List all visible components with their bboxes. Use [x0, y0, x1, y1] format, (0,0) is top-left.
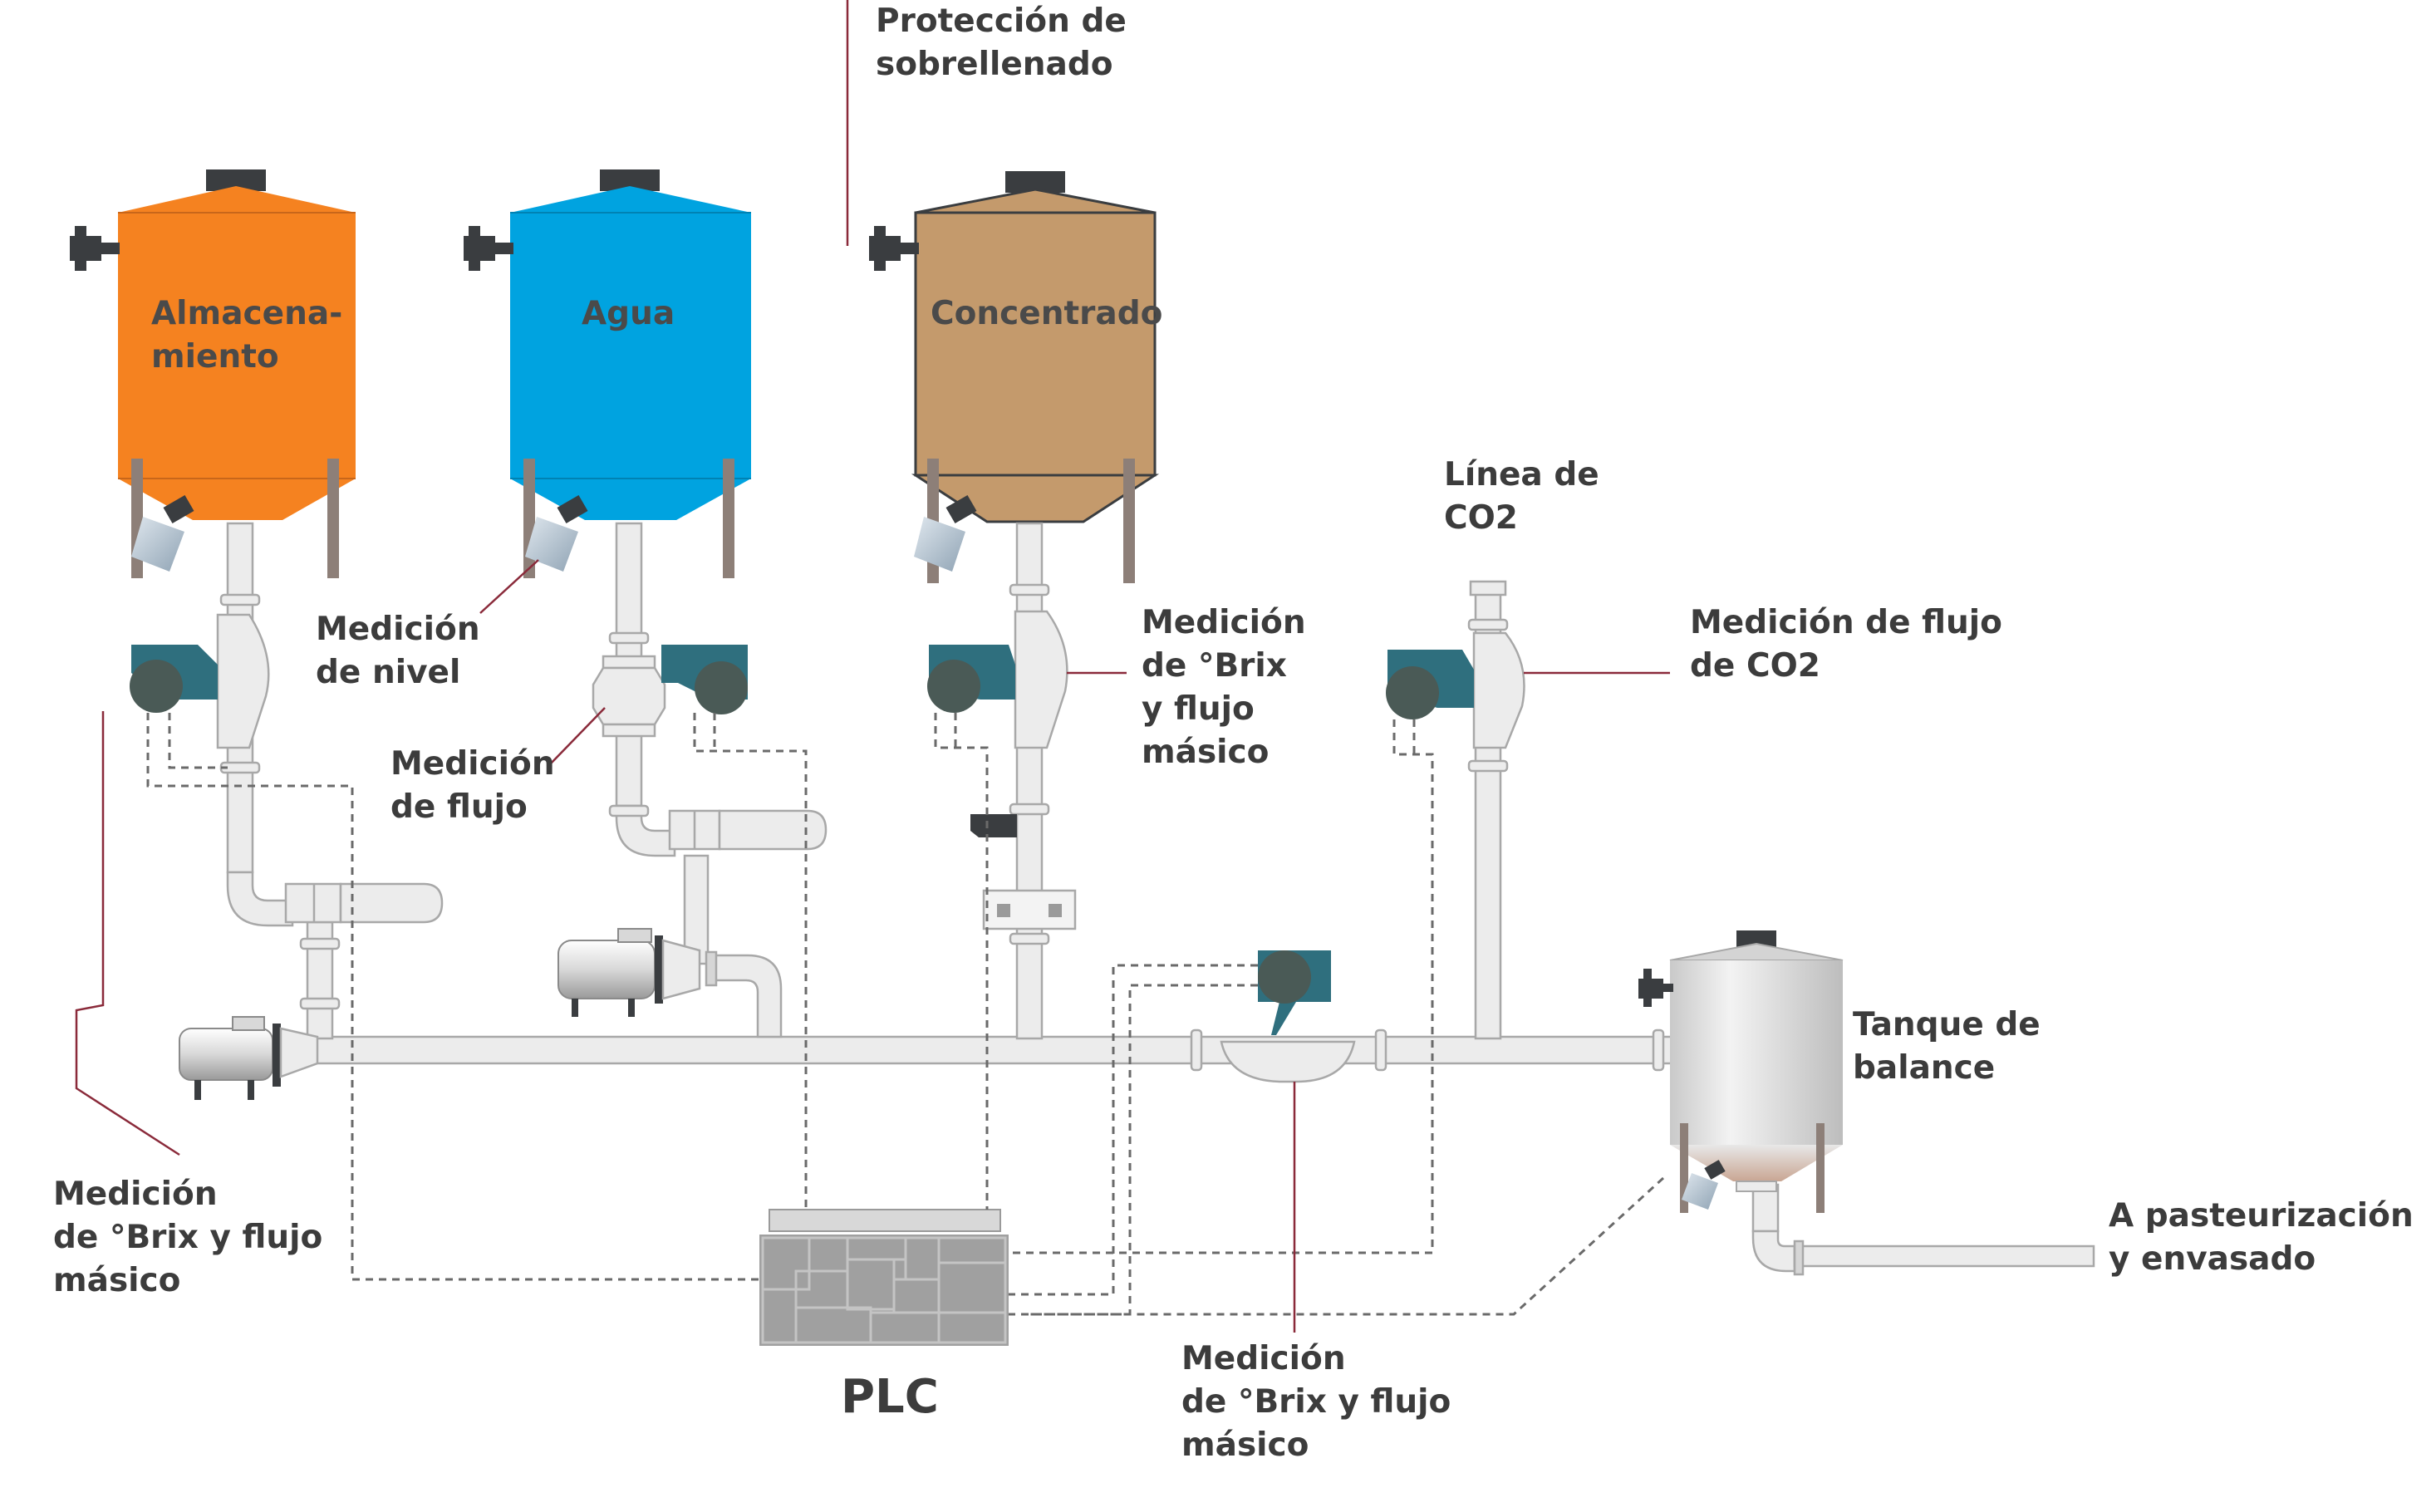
concentrate-tank-label: Concentrado	[931, 295, 1162, 332]
tank-labels: Almacena- miento Agua Concentrado	[151, 295, 1162, 376]
label-line: Medición	[316, 611, 480, 648]
annotation-labels: Protección de sobrellenado Medición de niv…	[53, 2, 2414, 1464]
label-line: de °Brix y flujo	[53, 1219, 322, 1256]
balance-tank-label: Tanque de balance	[1853, 1006, 2041, 1087]
label-line: y flujo	[1142, 690, 1255, 728]
storage-line-pump	[284, 882, 444, 924]
concentrate-tank	[869, 171, 1160, 583]
label-line: Medición	[1181, 1340, 1346, 1377]
label-line: A pasteurización	[2109, 1197, 2414, 1235]
label-line: Línea de	[1444, 456, 1599, 493]
label-line: másico	[1142, 734, 1269, 771]
label-line: y envasado	[2109, 1240, 2316, 1278]
storage-tank	[70, 169, 356, 578]
co2-flow-label: Medición de flujo de CO2	[1690, 604, 2002, 685]
level-label: Medición de nivel	[316, 611, 480, 691]
label-line: Medición	[53, 1176, 218, 1213]
coriolis-meter-bodies	[216, 610, 1525, 1083]
label-line: balance	[1853, 1049, 1995, 1087]
water-flow-meter-body	[592, 655, 666, 738]
level-probe-icon	[914, 494, 977, 572]
level-probe-icon	[131, 494, 194, 572]
brix-top-label: Medición de °Brix y flujo másico	[1142, 604, 1306, 771]
level-probe-icon	[1682, 1160, 1726, 1210]
label-line: CO2	[1444, 499, 1518, 537]
overfill-label: Protección de sobrellenado	[876, 2, 1127, 83]
transmitter-concentrate	[927, 645, 1015, 713]
label-line: sobrellenado	[876, 46, 1113, 83]
transmitter-co2	[1386, 650, 1474, 719]
brix-left-label: Medición de °Brix y flujo másico	[53, 1176, 322, 1299]
co2-line-label: Línea de CO2	[1444, 456, 1599, 537]
label-line: másico	[1181, 1426, 1309, 1464]
label-line: Protección de	[876, 2, 1127, 40]
label-line: Medición de flujo	[1690, 604, 2002, 641]
level-probe-icon	[525, 494, 588, 572]
signal-lines	[146, 713, 1665, 1316]
brix-bottom-label: Medición de °Brix y flujo másico	[1181, 1340, 1451, 1464]
transmitter-water	[661, 645, 748, 714]
water-tank	[464, 169, 751, 578]
water-tank-label: Agua	[582, 295, 675, 332]
transmitter-storage	[130, 645, 218, 713]
leader-lines	[75, 0, 1670, 1333]
label-line: de nivel	[316, 654, 460, 691]
flow-label: Medición de flujo	[390, 745, 555, 826]
label-line: Medición	[390, 745, 555, 783]
control-valve-icon	[970, 814, 1077, 930]
piping	[226, 522, 2095, 1276]
water-pump-motor	[557, 928, 701, 1017]
pipe-flanges	[219, 583, 1665, 1072]
storage-tank-label: Almacena- miento	[151, 295, 354, 376]
balance-tank	[1638, 930, 1844, 1213]
transmitter-main-line	[1258, 950, 1331, 1035]
label-line: másico	[53, 1262, 180, 1299]
main-pump-motor	[179, 1016, 319, 1100]
pasteurization-label: A pasteurización y envasado	[2109, 1197, 2414, 1278]
plc-label: PLC	[841, 1370, 939, 1424]
storage-tank-label-line1: Almacena-	[151, 295, 342, 332]
water-line-pump	[668, 809, 828, 851]
label-line: de °Brix y flujo	[1181, 1383, 1451, 1421]
label-line: Tanque de	[1853, 1006, 2041, 1043]
label-line: de flujo	[390, 788, 528, 826]
label-line: de CO2	[1690, 647, 1820, 685]
plc-cabinet	[759, 1209, 1009, 1346]
label-line: de °Brix	[1142, 647, 1287, 685]
label-line: Medición	[1142, 604, 1306, 641]
storage-tank-label-line2: miento	[151, 338, 279, 376]
